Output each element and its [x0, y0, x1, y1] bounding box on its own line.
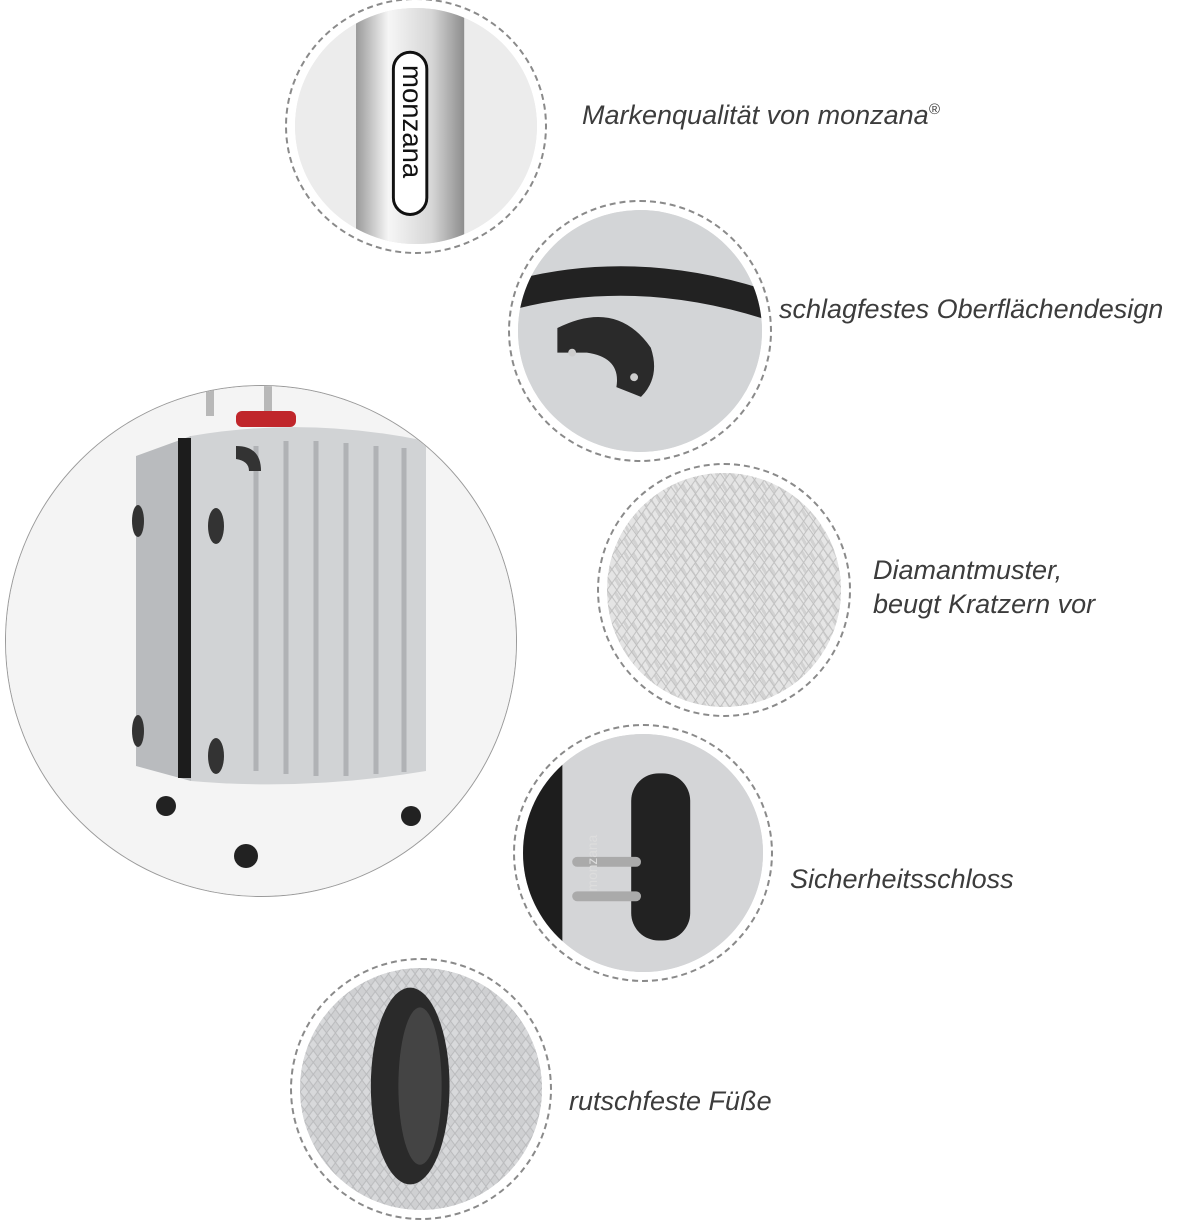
feature-circle-brand: monzana [285, 0, 547, 254]
feature-caption-feet: rutschfeste Füße [569, 1086, 772, 1116]
svg-text:monzana: monzana [397, 65, 428, 179]
feature-caption-surface: schlagfestes Oberflächendesign [779, 294, 1164, 324]
feature-circle-lock: monzana [513, 724, 773, 982]
diamond-texture-illustration [607, 473, 841, 707]
feature-circle-feet [290, 958, 552, 1220]
caption-line: Diamantmuster, [873, 555, 1063, 585]
caption-line: beugt Kratzern vor [873, 589, 1096, 619]
feature-caption-lock: Sicherheitsschloss [790, 864, 1014, 894]
suitcase-image-circle [5, 385, 517, 897]
registered-mark: ® [928, 101, 940, 118]
feature-caption-brand: Markenqualität von monzana® [582, 93, 940, 132]
rubber-foot-illustration [300, 968, 542, 1210]
lock-logo: monzana [585, 834, 600, 891]
feature-circle-pattern [597, 463, 851, 717]
suitcase-illustration [6, 386, 516, 896]
feature-circle-surface [508, 200, 772, 462]
caption-text: Markenqualität von monzana [582, 100, 929, 130]
handle-logo-illustration: monzana [295, 8, 537, 244]
feature-caption-pattern: Diamantmuster, beugt Kratzern vor [873, 553, 1095, 621]
corner-protector-illustration [518, 210, 762, 452]
combination-lock-illustration: monzana [523, 734, 763, 972]
